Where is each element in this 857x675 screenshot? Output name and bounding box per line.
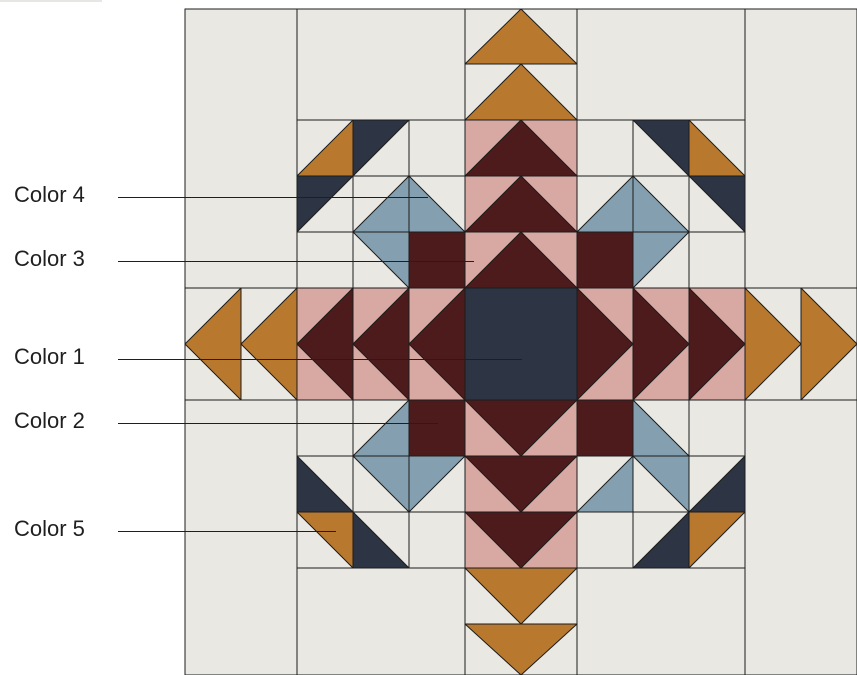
border-panel	[297, 568, 465, 675]
color-2-square	[409, 232, 465, 288]
center-square	[465, 288, 577, 400]
background-cell	[297, 232, 353, 288]
background-cell	[577, 512, 633, 568]
legend-label-color-5: Color 5	[14, 518, 85, 540]
border-panel	[745, 9, 857, 288]
color-2-square	[409, 400, 465, 456]
border-panel	[577, 9, 745, 120]
legend-leader-color-3	[118, 261, 474, 262]
background-cell	[409, 512, 465, 568]
color-2-square	[577, 400, 633, 456]
background-cell	[409, 120, 465, 176]
background-cell	[689, 400, 745, 456]
border-panel	[185, 400, 297, 675]
legend-label-color-4: Color 4	[14, 184, 85, 206]
border-panel	[297, 9, 465, 120]
legend-leader-color-5	[118, 531, 336, 532]
legend-leader-color-4	[118, 197, 428, 198]
legend-label-color-1: Color 1	[14, 346, 85, 368]
color-2-square	[577, 232, 633, 288]
border-panel	[185, 9, 297, 288]
border-panel	[745, 400, 857, 675]
background-cell	[577, 120, 633, 176]
legend-label-color-3: Color 3	[14, 248, 85, 270]
background-cell	[689, 232, 745, 288]
border-panel	[577, 568, 745, 675]
legend-label-color-2: Color 2	[14, 410, 85, 432]
background-cell	[297, 400, 353, 456]
legend-leader-color-1	[118, 359, 522, 360]
legend-leader-color-2	[118, 423, 438, 424]
